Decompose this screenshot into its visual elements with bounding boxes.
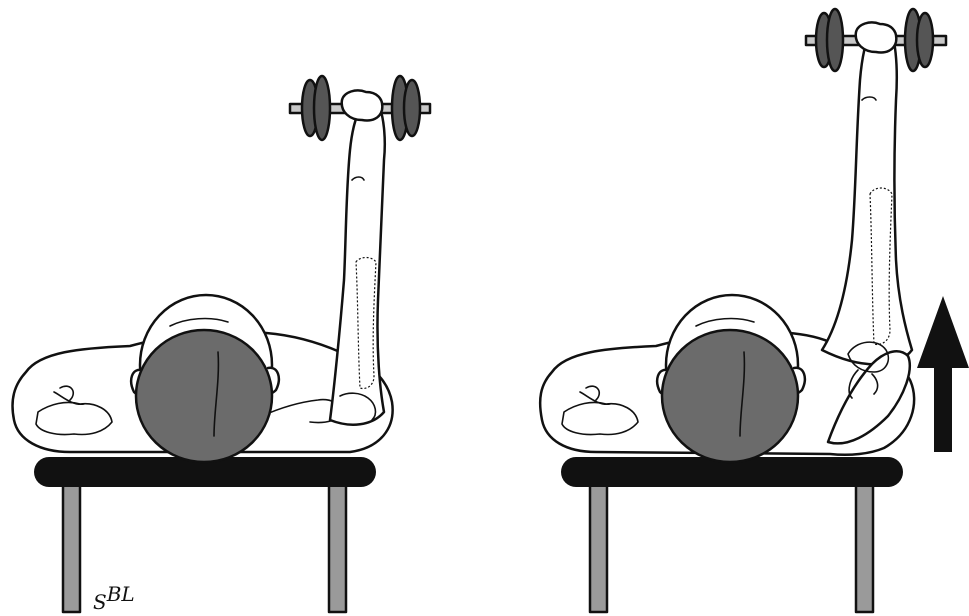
weight-plate-right-outer — [917, 13, 933, 67]
start-position-figure — [13, 76, 431, 612]
hair — [662, 330, 798, 462]
hair — [136, 330, 272, 462]
weight-plate-left-inner — [827, 9, 843, 71]
fist — [342, 90, 383, 120]
up-arrow-icon — [917, 296, 969, 452]
raised-arm — [330, 108, 385, 425]
bench-leg-left — [590, 484, 607, 612]
end-position-figure — [540, 9, 969, 612]
bench-leg-right — [329, 484, 346, 612]
bench-leg-left — [63, 484, 80, 612]
weight-plate-right-outer — [404, 80, 420, 136]
signature-sup: BL — [107, 582, 135, 606]
signature-base: S — [93, 590, 107, 614]
weight-plate-left-inner — [314, 76, 330, 140]
raised-arm — [822, 32, 912, 364]
artist-signature: SBL — [93, 586, 135, 606]
fist — [856, 22, 897, 52]
bench-leg-right — [856, 484, 873, 612]
